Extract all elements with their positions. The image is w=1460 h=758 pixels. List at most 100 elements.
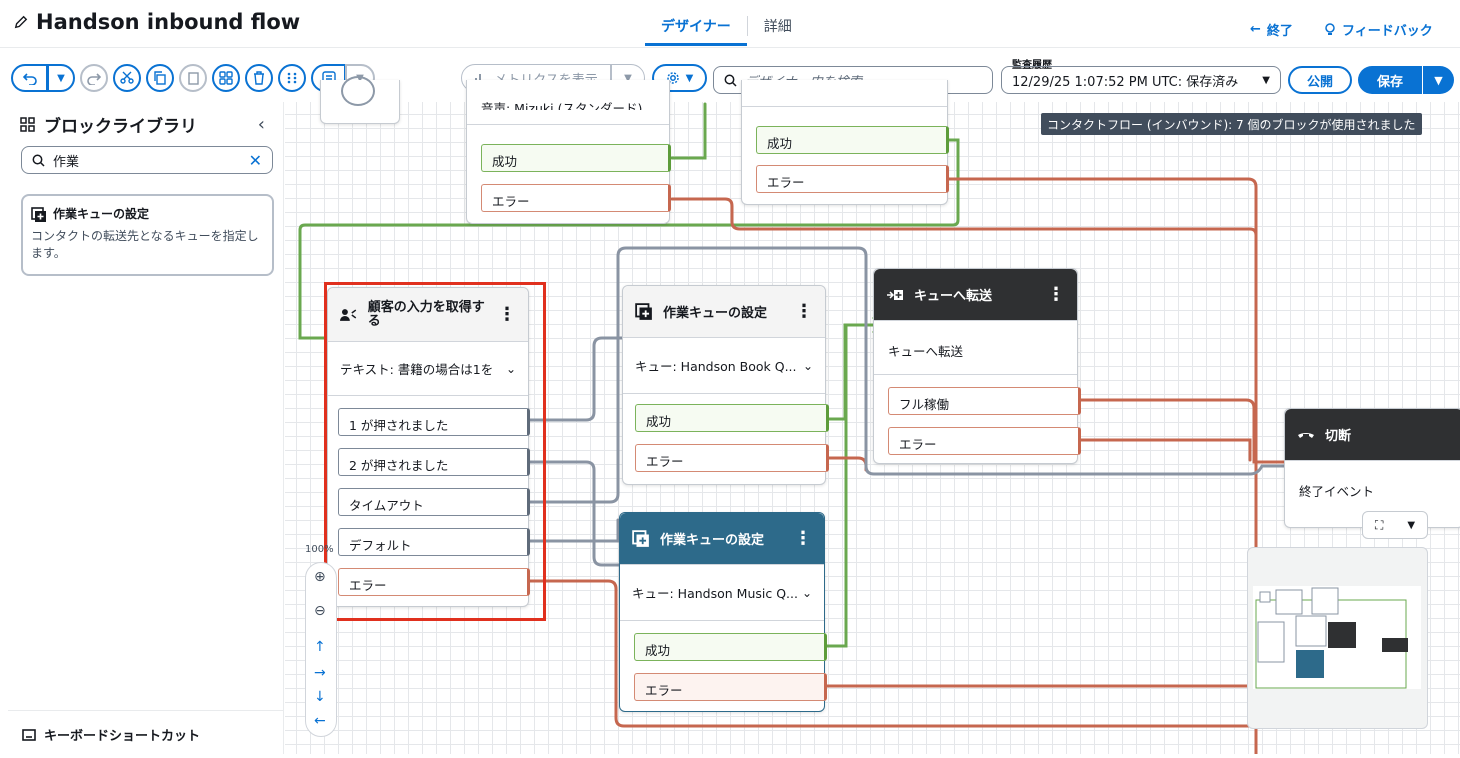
copy-button[interactable]: [146, 64, 174, 92]
pan-right-icon[interactable]: →: [314, 665, 326, 681]
block-card-set-working-queue[interactable]: 作業キューの設定 コンタクトの転送先となるキューを指定します。: [21, 194, 274, 276]
top-middle-block[interactable]: 成功 エラー: [741, 80, 949, 205]
block-summary[interactable]: キュー: Handson Music Q... ⌄: [620, 565, 824, 621]
fit-screen-icon[interactable]: ⛶: [1374, 517, 1384, 532]
set-voice-block[interactable]: 音声: Mizuki (スタンダード) 成功 エラー: [466, 80, 671, 224]
minimap[interactable]: [1247, 547, 1428, 729]
add-box-icon: [635, 302, 652, 320]
partial-start-block[interactable]: [320, 76, 400, 124]
lightbulb-icon: [1325, 22, 1335, 35]
port-success[interactable]: 成功: [481, 144, 671, 172]
chevron-down-icon[interactable]: ⌄: [802, 358, 813, 373]
chevron-down-icon[interactable]: ⌄: [505, 361, 516, 376]
save-dropdown-button[interactable]: ▼: [1423, 66, 1454, 94]
zoom-in-icon[interactable]: ⊕: [314, 569, 326, 585]
port-error[interactable]: エラー: [756, 165, 949, 193]
select-all-button[interactable]: [212, 64, 240, 92]
port-success[interactable]: 成功: [635, 404, 829, 432]
keyboard-shortcuts-link[interactable]: キーボードショートカット: [8, 710, 284, 758]
pan-left-icon[interactable]: ←: [314, 713, 326, 729]
port-pressed-2[interactable]: 2 が押されました: [338, 448, 530, 476]
pan-down-icon[interactable]: ↓: [314, 689, 326, 705]
port-error[interactable]: エラー: [338, 568, 530, 596]
pan-up-icon[interactable]: ↑: [314, 639, 326, 655]
block-search-input[interactable]: 作業 ✕: [21, 146, 273, 174]
paste-button[interactable]: [179, 64, 207, 92]
block-title: キューへ転送: [914, 289, 993, 304]
block-card-title: 作業キューの設定: [31, 206, 264, 223]
get-customer-input-block[interactable]: 顧客の入力を取得する ⋮ テキスト: 書籍の場合は1を ⌄ 1 が押されました …: [327, 287, 530, 607]
clear-icon[interactable]: ✕: [248, 150, 262, 170]
disconnect-block[interactable]: 切断 終了イベント: [1284, 408, 1460, 528]
port-error[interactable]: エラー: [481, 184, 671, 212]
block-title: 顧客の入力を取得する: [367, 299, 485, 329]
caret-down-icon: ▼: [1262, 74, 1270, 86]
arrange-button[interactable]: [278, 64, 306, 92]
set-working-queue-music-block[interactable]: 作業キューの設定 ⋮ キュー: Handson Music Q... ⌄ 成功 …: [619, 512, 827, 712]
flow-title-text: Handson inbound flow: [36, 10, 301, 34]
pencil-icon[interactable]: [14, 15, 28, 29]
exit-link[interactable]: ← 終了: [1250, 20, 1293, 39]
caret-down-icon: ▼: [685, 72, 694, 84]
more-options-icon[interactable]: ⋮: [794, 527, 812, 549]
block-text: キュー: Handson Music Q...: [632, 586, 798, 601]
grid-icon: [20, 116, 35, 132]
search-icon: [724, 74, 737, 87]
audit-history-value: 12/29/25 1:07:52 PM UTC: 保存済み: [1012, 74, 1239, 90]
zoom-level: 100%: [305, 544, 334, 555]
port-success[interactable]: 成功: [634, 633, 827, 661]
port-error[interactable]: エラー: [635, 444, 829, 472]
port-timeout[interactable]: タイムアウト: [338, 488, 530, 516]
port-error[interactable]: エラー: [888, 427, 1081, 455]
delete-button[interactable]: [245, 64, 273, 92]
audit-history-select[interactable]: 12/29/25 1:07:52 PM UTC: 保存済み ▼: [1001, 66, 1281, 94]
block-library-panel: ブロックライブラリ ‹ 作業 ✕ 作業キューの設定 コンタクトの転送先となるキュ…: [8, 102, 284, 754]
divider: [742, 106, 947, 107]
block-summary[interactable]: テキスト: 書籍の場合は1を ⌄: [328, 342, 528, 396]
redo-icon: [87, 73, 101, 85]
cut-button[interactable]: [113, 64, 141, 92]
block-count-badge: コンタクトフロー (インバウンド): 7 個のブロックが使用されました: [1041, 113, 1422, 135]
publish-button[interactable]: 公開: [1288, 66, 1352, 94]
block-library-title-text: ブロックライブラリ: [44, 117, 197, 137]
caret-down-icon[interactable]: ▼: [1407, 519, 1416, 531]
block-header: キューへ転送 ⋮: [874, 269, 1077, 321]
collapse-panel-icon[interactable]: ‹: [257, 114, 265, 135]
block-summary[interactable]: キュー: Handson Book Q... ⌄: [623, 338, 825, 394]
redo-button[interactable]: [80, 64, 108, 92]
port-default[interactable]: デフォルト: [338, 528, 530, 556]
block-card-title-text: 作業キューの設定: [53, 207, 150, 221]
block-text: テキスト: 書籍の場合は1を: [340, 362, 494, 377]
more-options-icon[interactable]: ⋮: [795, 300, 813, 322]
more-options-icon[interactable]: ⋮: [498, 303, 516, 325]
copy-icon: [154, 71, 166, 85]
tab-details[interactable]: 詳細: [763, 19, 792, 35]
port-error[interactable]: エラー: [634, 673, 827, 701]
selection-highlight: [324, 282, 546, 621]
arrow-left-icon: ←: [1250, 22, 1261, 37]
port-success[interactable]: 成功: [756, 126, 949, 154]
caret-down-icon: ▼: [57, 72, 65, 84]
fit-view-control[interactable]: ⛶ ▼: [1362, 511, 1428, 539]
port-pressed-1[interactable]: 1 が押されました: [338, 408, 530, 436]
zoom-out-icon[interactable]: ⊖: [314, 603, 326, 619]
port-at-capacity[interactable]: フル稼働: [888, 387, 1081, 415]
paste-icon: [188, 72, 199, 85]
set-working-queue-book-block[interactable]: 作業キューの設定 ⋮ キュー: Handson Book Q... ⌄ 成功 エ…: [622, 285, 829, 485]
block-text: キュー: Handson Book Q...: [635, 359, 797, 374]
undo-dropdown-button[interactable]: ▼: [47, 64, 75, 92]
grid-icon: [219, 71, 233, 85]
undo-button[interactable]: [11, 64, 48, 92]
keyboard-shortcuts-label: キーボードショートカット: [44, 729, 201, 744]
search-icon: [32, 154, 45, 167]
chevron-down-icon[interactable]: ⌄: [801, 585, 812, 600]
save-button[interactable]: 保存: [1358, 66, 1422, 94]
block-header: 作業キューの設定 ⋮: [620, 513, 824, 565]
trash-icon: [254, 71, 264, 85]
more-options-icon[interactable]: ⋮: [1047, 283, 1065, 305]
transfer-to-queue-block[interactable]: キューへ転送 ⋮ キューへ転送 フル稼働 エラー: [873, 268, 1081, 464]
tab-designer[interactable]: デザイナー: [645, 0, 747, 46]
feedback-link[interactable]: フィードバック: [1324, 20, 1433, 39]
zoom-controls: ⊕ ⊖ ↑ → ↓ ←: [305, 562, 337, 737]
block-search-value: 作業: [53, 154, 80, 170]
